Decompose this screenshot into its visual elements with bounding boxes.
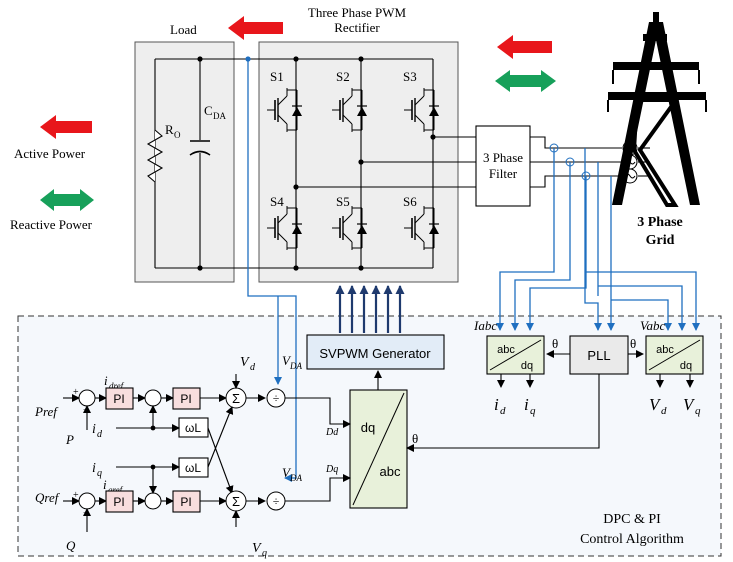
vq-output-sub: q [695, 405, 701, 417]
iqref-sub: qref [108, 485, 124, 495]
switch-s3: S3 [403, 69, 417, 84]
svpwm-label: SVPWM Generator [319, 346, 431, 361]
iq-output: i [524, 395, 529, 414]
iq-input-sub: q [97, 468, 102, 479]
q-label: Q [66, 538, 76, 553]
minus-sign: − [83, 405, 89, 416]
switch-s1: S1 [270, 69, 284, 84]
capacitor-icon [189, 140, 211, 156]
dpc-label-1: DPC & PI [603, 512, 661, 527]
vd-output: V [649, 395, 662, 414]
vd-output-sub: d [661, 405, 667, 417]
theta-label-3: θ [412, 431, 418, 446]
dq-label: dq [521, 360, 533, 372]
active-power-arrow-icon [497, 35, 552, 59]
svpwm-generator-block [306, 334, 445, 370]
theta-label-2: θ [630, 336, 636, 351]
vda-label-1: V [282, 353, 292, 368]
active-power-label: Active Power [14, 146, 86, 161]
pi-label-1: PI [113, 392, 124, 406]
plus-sign-2: + [73, 490, 79, 501]
vd-input-sub: d [250, 362, 256, 373]
iq-input: i [92, 461, 96, 476]
abc-label: abc [497, 344, 515, 356]
iabc-label: Iabc [473, 318, 497, 333]
sense-wires [496, 143, 700, 331]
dpc-label-2: Control Algorithm [580, 532, 684, 547]
divide-sign-2: ÷ [273, 494, 280, 508]
qref-label: Qref [35, 490, 61, 505]
abc-label-3: abc [380, 464, 401, 479]
abc-label-2: abc [656, 344, 674, 356]
transmission-tower-icon [607, 12, 707, 207]
omega-l-label-1: ωL [185, 421, 201, 435]
reactive-power-arrow-icon [495, 70, 556, 92]
transform-outputs [497, 374, 694, 388]
cda-label: C [204, 103, 213, 118]
id-input-sub: d [97, 429, 103, 440]
idref-sub: dref [109, 381, 125, 391]
ro-sub: O [174, 130, 181, 140]
dq-signal-label: Dq [325, 464, 338, 475]
id-output-sub: d [500, 405, 506, 417]
switch-s2: S2 [336, 69, 350, 84]
vda-sub-1: DA [289, 361, 302, 371]
dq-label-2: dq [680, 360, 692, 372]
active-power-arrow-icon [228, 16, 283, 40]
cda-sub: DA [213, 111, 226, 121]
pi-label-4: PI [180, 495, 191, 509]
pi-label-2: PI [180, 392, 191, 406]
minus-sign-2: − [83, 508, 89, 519]
switch-s6: S6 [403, 194, 417, 209]
id-output: i [494, 395, 499, 414]
iqref-label: i [103, 477, 107, 492]
dq-label-3: dq [361, 420, 375, 435]
vabc-label: Vabc [640, 318, 666, 333]
reactive-power-label: Reactive Power [10, 217, 93, 232]
switch-s5: S5 [336, 194, 350, 209]
grid-label-2: Grid [646, 233, 675, 248]
id-input: i [92, 422, 96, 437]
ro-label: R [165, 122, 174, 137]
filter-label-1: 3 Phase [483, 150, 523, 165]
reactive-power-arrow-icon [40, 189, 94, 211]
active-power-arrow-icon [40, 115, 92, 139]
vda-sense-wire [245, 56, 297, 482]
vq-input: V [252, 541, 262, 556]
filter-label-2: Filter [489, 166, 518, 181]
sigma-label-1: Σ [232, 391, 240, 406]
rectifier-label-2: Rectifier [334, 20, 380, 35]
divide-sign-1: ÷ [273, 391, 280, 405]
load-panel [134, 41, 235, 283]
plus-sign: + [73, 387, 79, 398]
idref-label: i [104, 373, 108, 388]
dc-bus [154, 56, 433, 271]
iq-output-sub: q [530, 405, 536, 417]
pref-label: Pref [34, 404, 59, 419]
three-phase-filter [475, 125, 531, 207]
vda-sub-2: DA [289, 473, 302, 483]
pi-label-3: PI [113, 495, 124, 509]
vq-input-sub: q [262, 548, 267, 559]
omega-l-label-2: ωL [185, 461, 201, 475]
vd-input: V [240, 355, 250, 370]
switch-s4: S4 [270, 194, 284, 209]
dd-label: Dd [325, 427, 339, 438]
grid-label-1: 3 Phase [637, 215, 683, 230]
load-label: Load [170, 22, 197, 37]
resistor-icon [146, 129, 164, 183]
pll-label: PLL [587, 348, 610, 363]
p-label: P [65, 432, 74, 447]
sigma-label-2: Σ [232, 494, 240, 509]
vda-label-2: V [282, 465, 292, 480]
gate-signal-arrows [335, 285, 405, 333]
rectifier-label-1: Three Phase PWM [308, 5, 407, 20]
theta-label-1: θ [552, 336, 558, 351]
vq-output: V [683, 395, 696, 414]
